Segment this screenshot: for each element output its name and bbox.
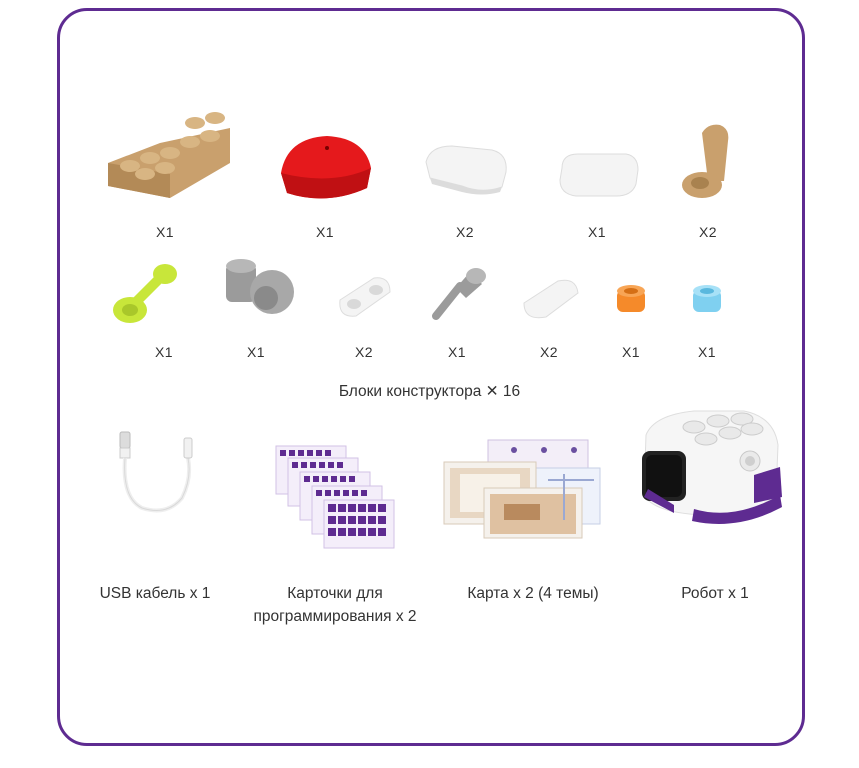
blocks-title: Блоки конструктора ✕ 16 <box>338 383 521 400</box>
robot-image <box>634 405 784 535</box>
usb-cable-image <box>112 428 202 523</box>
quantity-label: X1 <box>154 344 174 360</box>
orange-round-part <box>614 282 648 323</box>
white-slope-part <box>422 142 510 202</box>
robot-label: Робот x 1 <box>681 585 749 602</box>
grey-connector-part <box>220 258 298 323</box>
quantity-label: X2 <box>698 224 718 240</box>
quantity-label: X2 <box>539 344 559 360</box>
tan-brick-part <box>100 108 235 213</box>
quantity-label: X1 <box>697 344 717 360</box>
map-label: Карта x 2 (4 темы) <box>467 585 599 602</box>
quantity-label: X1 <box>246 344 266 360</box>
programming-cards-image <box>275 445 401 563</box>
quantity-label: X2 <box>354 344 374 360</box>
programming-cards-label: Карточки для программирования x 2 <box>230 582 440 628</box>
quantity-label: X1 <box>447 344 467 360</box>
programming-cards-label-line1: Карточки для <box>287 585 383 602</box>
content-frame <box>57 8 805 746</box>
white-tile-part <box>556 148 641 205</box>
map-sheets-image <box>443 439 604 545</box>
quantity-label: X1 <box>587 224 607 240</box>
white-plate-part <box>334 270 394 329</box>
lime-axle-part <box>110 260 185 333</box>
programming-cards-label-line2: программирования x 2 <box>253 608 417 625</box>
blue-round-part <box>690 282 724 323</box>
grey-peg-part <box>430 262 490 327</box>
quantity-label: X2 <box>455 224 475 240</box>
usb-cable-label: USB кабель x 1 <box>99 585 211 602</box>
tan-bracket-part <box>678 123 736 210</box>
red-cap-part <box>277 128 375 213</box>
quantity-label: X1 <box>315 224 335 240</box>
quantity-label: X1 <box>155 224 175 240</box>
white-round-tile-part <box>520 275 582 328</box>
quantity-label: X1 <box>621 344 641 360</box>
